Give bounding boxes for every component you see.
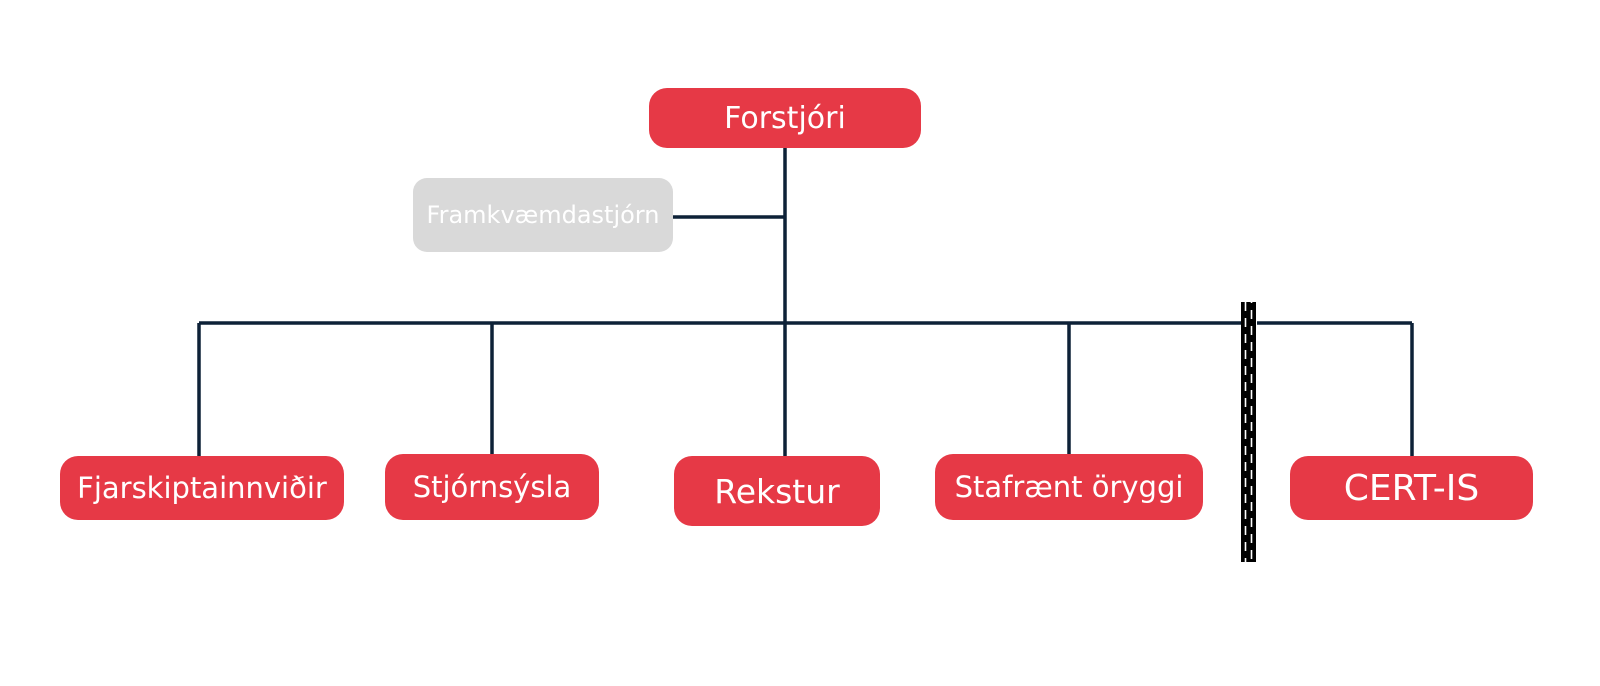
node-unit-operations-label: Rekstur: [714, 471, 840, 511]
node-unit-administration: Stjórnsýsla: [385, 454, 599, 520]
node-unit-infrastructure: Fjarskiptainnviðir: [60, 456, 344, 520]
node-unit-digital-security-label: Stafrænt öryggi: [954, 470, 1184, 504]
node-unit-infrastructure-label: Fjarskiptainnviðir: [77, 471, 327, 505]
node-executive-board: Framkvæmdastjórn: [413, 178, 673, 252]
node-unit-cert-is: CERT-IS: [1290, 456, 1533, 520]
node-director-label: Forstjóri: [724, 100, 846, 136]
node-unit-digital-security: Stafrænt öryggi: [935, 454, 1203, 520]
separator-bar: [1241, 302, 1256, 562]
node-director: Forstjóri: [649, 88, 921, 148]
independence-separator: [1241, 302, 1256, 562]
node-unit-operations: Rekstur: [674, 456, 880, 526]
node-executive-board-label: Framkvæmdastjórn: [426, 201, 660, 229]
node-unit-cert-is-label: CERT-IS: [1343, 467, 1480, 509]
connector-group: [197, 148, 1414, 456]
node-unit-administration-label: Stjórnsýsla: [412, 470, 572, 504]
